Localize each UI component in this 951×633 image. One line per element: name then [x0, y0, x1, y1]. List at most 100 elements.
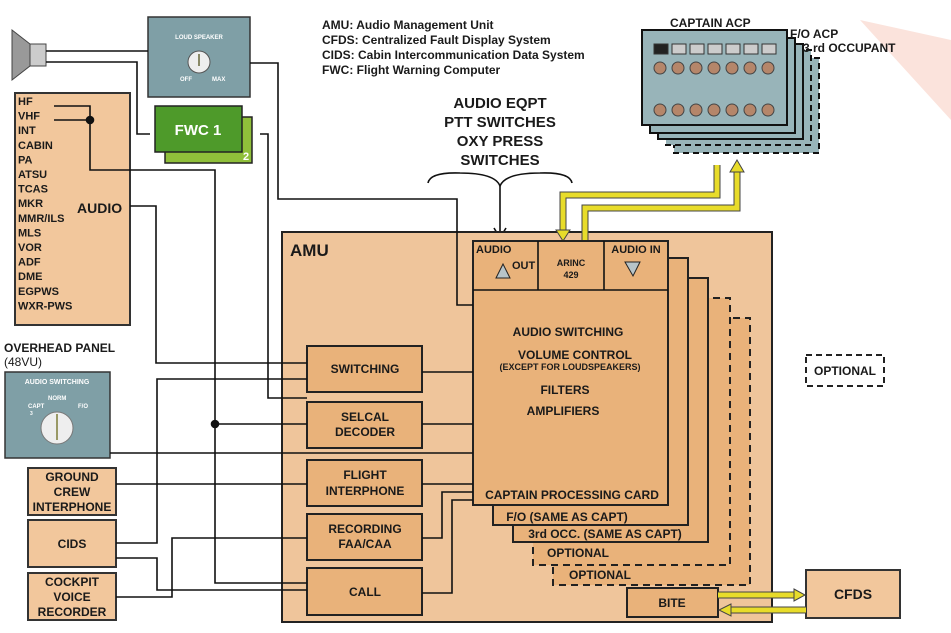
arrow-down-icon: [555, 229, 571, 242]
arinc-label: ARINC: [557, 258, 586, 268]
audio-source-dme: DME: [18, 271, 42, 283]
left-sources: GROUND CREW INTERPHONE CIDS COCKPIT VOIC…: [27, 467, 117, 621]
loudspeaker-title: LOUD SPEAKER: [175, 35, 223, 41]
speaker-icon: [11, 28, 47, 82]
acp-volume-knob[interactable]: [689, 103, 703, 117]
loudspeaker-panel: LOUD SPEAKER OFF MAX: [147, 16, 251, 98]
acp-volume-knob[interactable]: [707, 103, 721, 117]
call-label: CALL: [349, 585, 381, 599]
watermark-shape: [860, 20, 951, 120]
switches-line: SWITCHES: [460, 152, 539, 169]
fo-label: F/O: [78, 404, 88, 410]
audio-in-label: AUDIO IN: [611, 244, 661, 256]
ground-crew-box: [27, 467, 117, 516]
legend-amu: AMU: Audio Management Unit: [322, 18, 494, 32]
audio-source-adf: ADF: [18, 257, 41, 269]
decoder-label: DECODER: [335, 425, 395, 439]
acp-volume-knob[interactable]: [725, 103, 739, 117]
crew-label: CREW: [54, 485, 91, 499]
selcal-label: SELCAL: [341, 410, 389, 424]
legend-cids: CIDS: Cabin Intercommunication Data Syst…: [322, 48, 585, 62]
fwc-cards: FWC 1 2: [154, 105, 253, 164]
max-label: MAX: [212, 77, 225, 83]
audio-source-pa: PA: [18, 154, 33, 166]
cvr-box: [27, 572, 117, 621]
acp-volume-knob[interactable]: [743, 103, 757, 117]
brace-icon: [427, 172, 573, 189]
interphone-label: INTERPHONE: [33, 500, 112, 514]
acp-volume-knob[interactable]: [761, 103, 775, 117]
acp-volume-knob[interactable]: [725, 61, 739, 75]
third-occupant-label: 3 rd OCCUPANT: [803, 41, 896, 55]
audio-source-hf: HF: [18, 96, 33, 108]
flight-label: FLIGHT: [343, 468, 387, 482]
acp-volume-knob[interactable]: [743, 61, 757, 75]
audio-source-cabin: CABIN: [18, 140, 53, 152]
audio-out-label: AUDIO: [476, 244, 512, 256]
third-occ-card-label: 3rd OCC. (SAME AS CAPT): [528, 527, 682, 541]
processing-cards: AUDIO OUT ARINC 429 AUDIO IN AUDIO SWITC…: [472, 240, 751, 586]
except-loudspeakers-text: (EXCEPT FOR LOUDSPEAKERS): [499, 362, 640, 372]
audio-source-mmr-ils: MMR/ILS: [18, 213, 64, 225]
acp-call-button[interactable]: [671, 43, 687, 55]
capt-3-label: 3: [30, 411, 33, 417]
cfds-box: [805, 569, 901, 619]
switching-label: SWITCHING: [331, 362, 400, 376]
recording-block: [306, 513, 423, 561]
acp-volume-knob[interactable]: [671, 103, 685, 117]
audio-source-tcas: TCAS: [18, 184, 48, 196]
cfds-label: CFDS: [834, 586, 872, 602]
arinc-bus-arrows: [555, 159, 745, 242]
acp-volume-knob[interactable]: [707, 61, 721, 75]
legend: AMU: Audio Management Unit CFDS: Central…: [322, 18, 585, 77]
acp-call-button[interactable]: [653, 43, 669, 55]
audio-eqpt-label: AUDIO EQPT PTT SWITCHES OXY PRESS SWITCH…: [444, 95, 556, 169]
fo-acp-label: F/O ACP: [790, 27, 838, 41]
acp-call-button[interactable]: [689, 43, 705, 55]
acp-call-button[interactable]: [743, 43, 759, 55]
amplifiers-text: AMPLIFIERS: [527, 404, 600, 418]
audio-source-mls: MLS: [18, 227, 41, 239]
audio-source-egpws: EGPWS: [18, 286, 59, 298]
audio-label: AUDIO: [77, 200, 122, 216]
acp-call-button[interactable]: [707, 43, 723, 55]
acp-stack: CAPTAIN ACP F/O ACP 3 rd OCCUPANT: [641, 16, 896, 154]
bite-block: [626, 587, 719, 618]
audio-source-vor: VOR: [18, 242, 42, 254]
fo-card-label: F/O (SAME AS CAPT): [506, 510, 628, 524]
acp-call-button[interactable]: [725, 43, 741, 55]
legend-cfds: CFDS: Centralized Fault Display System: [322, 33, 551, 47]
arrow-down-icon: [493, 186, 507, 240]
acp-call-button[interactable]: [761, 43, 777, 55]
recorder-label: RECORDER: [38, 605, 107, 619]
legend-fwc: FWC: Flight Warning Computer: [322, 63, 501, 77]
acp-volume-knob[interactable]: [671, 61, 685, 75]
captain-card: [472, 240, 669, 506]
acp-volume-knob[interactable]: [689, 61, 703, 75]
switching-block: [306, 345, 423, 393]
fwc-1-label: FWC 1: [175, 122, 222, 139]
overhead-48vu-label: (48VU): [4, 355, 42, 369]
faa-caa-label: FAA/CAA: [338, 537, 392, 551]
overhead-panel-label: OVERHEAD PANEL: [4, 341, 115, 355]
optional-card-2-label: OPTIONAL: [569, 568, 631, 582]
acp-volume-knob[interactable]: [761, 61, 775, 75]
audio-source-wxr-pws: WXR-PWS: [18, 300, 72, 312]
amu-title: AMU: [290, 241, 329, 260]
acp-volume-knob[interactable]: [653, 61, 667, 75]
cids-label: CIDS: [58, 537, 87, 551]
optional-key-box: [805, 354, 885, 387]
oxy-press-line: OXY PRESS: [457, 133, 543, 150]
audio-switching-text: AUDIO SWITCHING: [513, 325, 624, 339]
audio-eqpt-line: AUDIO EQPT: [453, 95, 546, 112]
capt-label: CAPT: [28, 404, 45, 410]
amu-blocks: SWITCHING SELCAL DECODER FLIGHT INTERPHO…: [306, 345, 719, 618]
volume-control-text: VOLUME CONTROL: [518, 348, 632, 362]
call-block: [306, 567, 423, 616]
filters-text: FILTERS: [540, 383, 589, 397]
audio-source-mkr: MKR: [18, 198, 43, 210]
acp-volume-knob[interactable]: [653, 103, 667, 117]
norm-label: NORM: [48, 396, 66, 402]
amplifier-out-icon: [495, 262, 511, 279]
out-label: OUT: [512, 260, 536, 272]
